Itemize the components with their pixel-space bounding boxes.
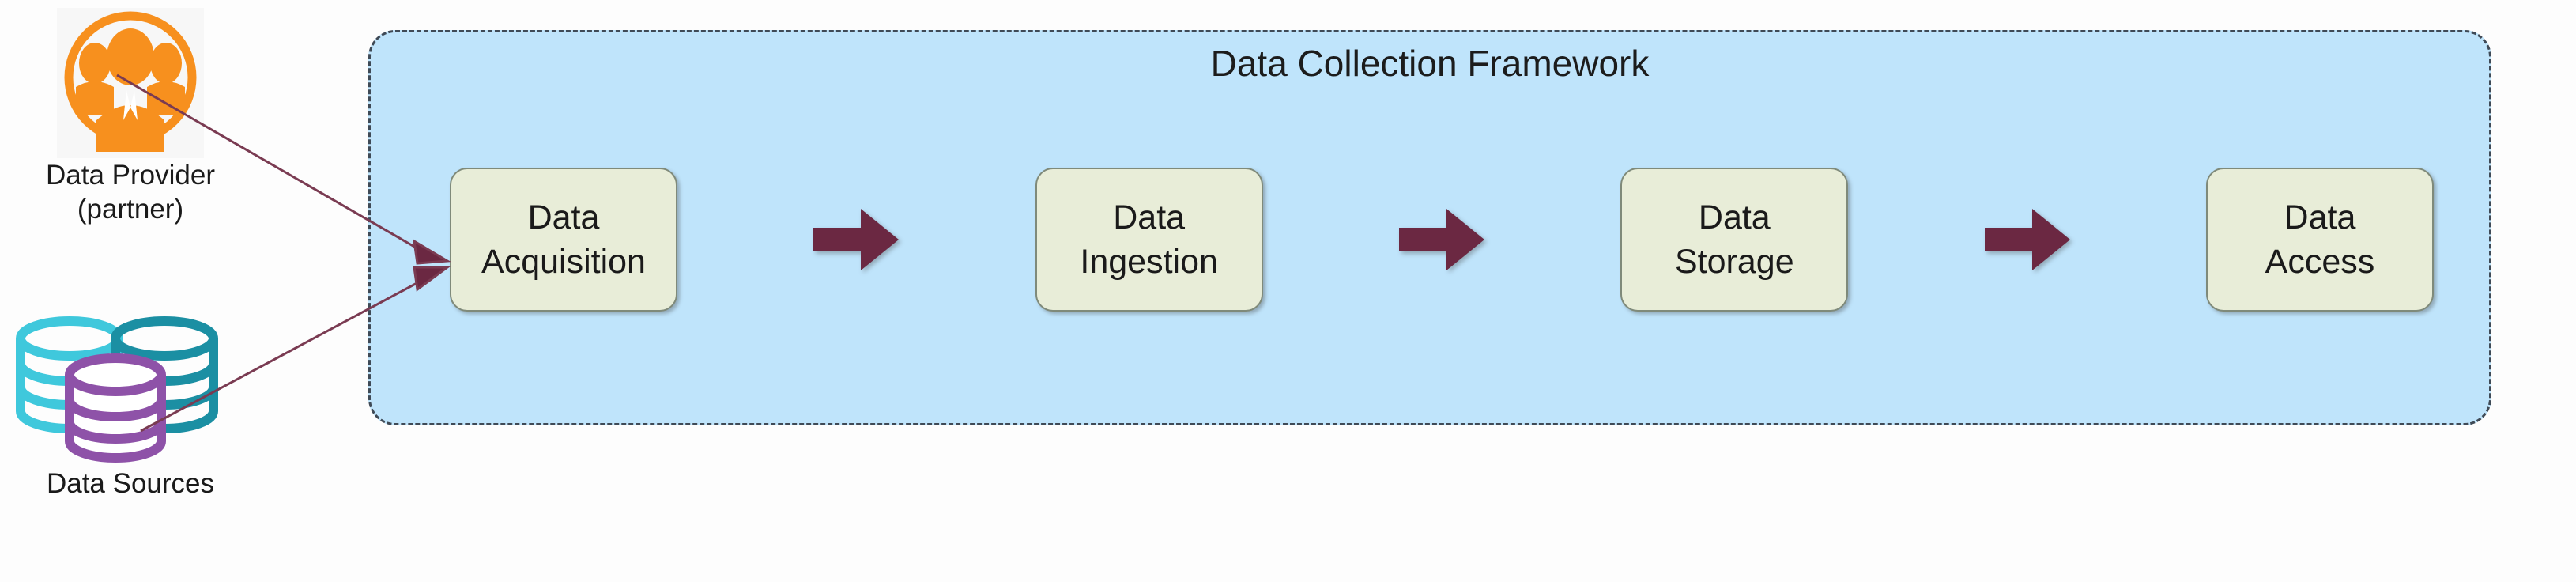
framework-title: Data Collection Framework <box>1210 43 1650 84</box>
stage-label-line1: Data <box>527 198 600 236</box>
actor-label-line1: Data Provider <box>46 160 215 191</box>
right-arrow-icon <box>1984 209 2070 270</box>
actor-label-line2: (partner) <box>77 194 184 225</box>
stage-data-acquisition[interactable]: Data Acquisition <box>450 168 677 312</box>
stage-data-storage[interactable]: Data Storage <box>1620 168 1849 312</box>
actor-data-provider[interactable]: Data Provider (partner) <box>0 8 261 226</box>
stage-data-ingestion[interactable]: Data Ingestion <box>1035 168 1263 312</box>
right-arrow-icon <box>813 209 900 270</box>
stage-label-line2: Acquisition <box>481 243 646 281</box>
stage-label-line2: Storage <box>1675 243 1794 281</box>
stage-label-line2: Access <box>2265 243 2375 281</box>
right-arrow-icon <box>1398 209 1484 270</box>
stage-label-line1: Data <box>1113 198 1186 236</box>
actor-label-line1: Data Sources <box>46 468 215 499</box>
data-collection-framework-container: Data Collection Framework Data Acquisiti… <box>368 30 2491 425</box>
stage-label-line2: Ingestion <box>1080 243 1218 281</box>
stage-label-line1: Data <box>1698 198 1771 236</box>
stage-label-line1: Data <box>2284 198 2356 236</box>
users-circle-icon <box>0 8 261 158</box>
pipeline: Data Acquisition Data Ingestion Data Sto… <box>450 161 2434 319</box>
actor-data-sources[interactable]: Data Sources <box>0 308 261 501</box>
stage-data-access[interactable]: Data Access <box>2205 168 2434 312</box>
database-stack-icon <box>0 308 261 467</box>
